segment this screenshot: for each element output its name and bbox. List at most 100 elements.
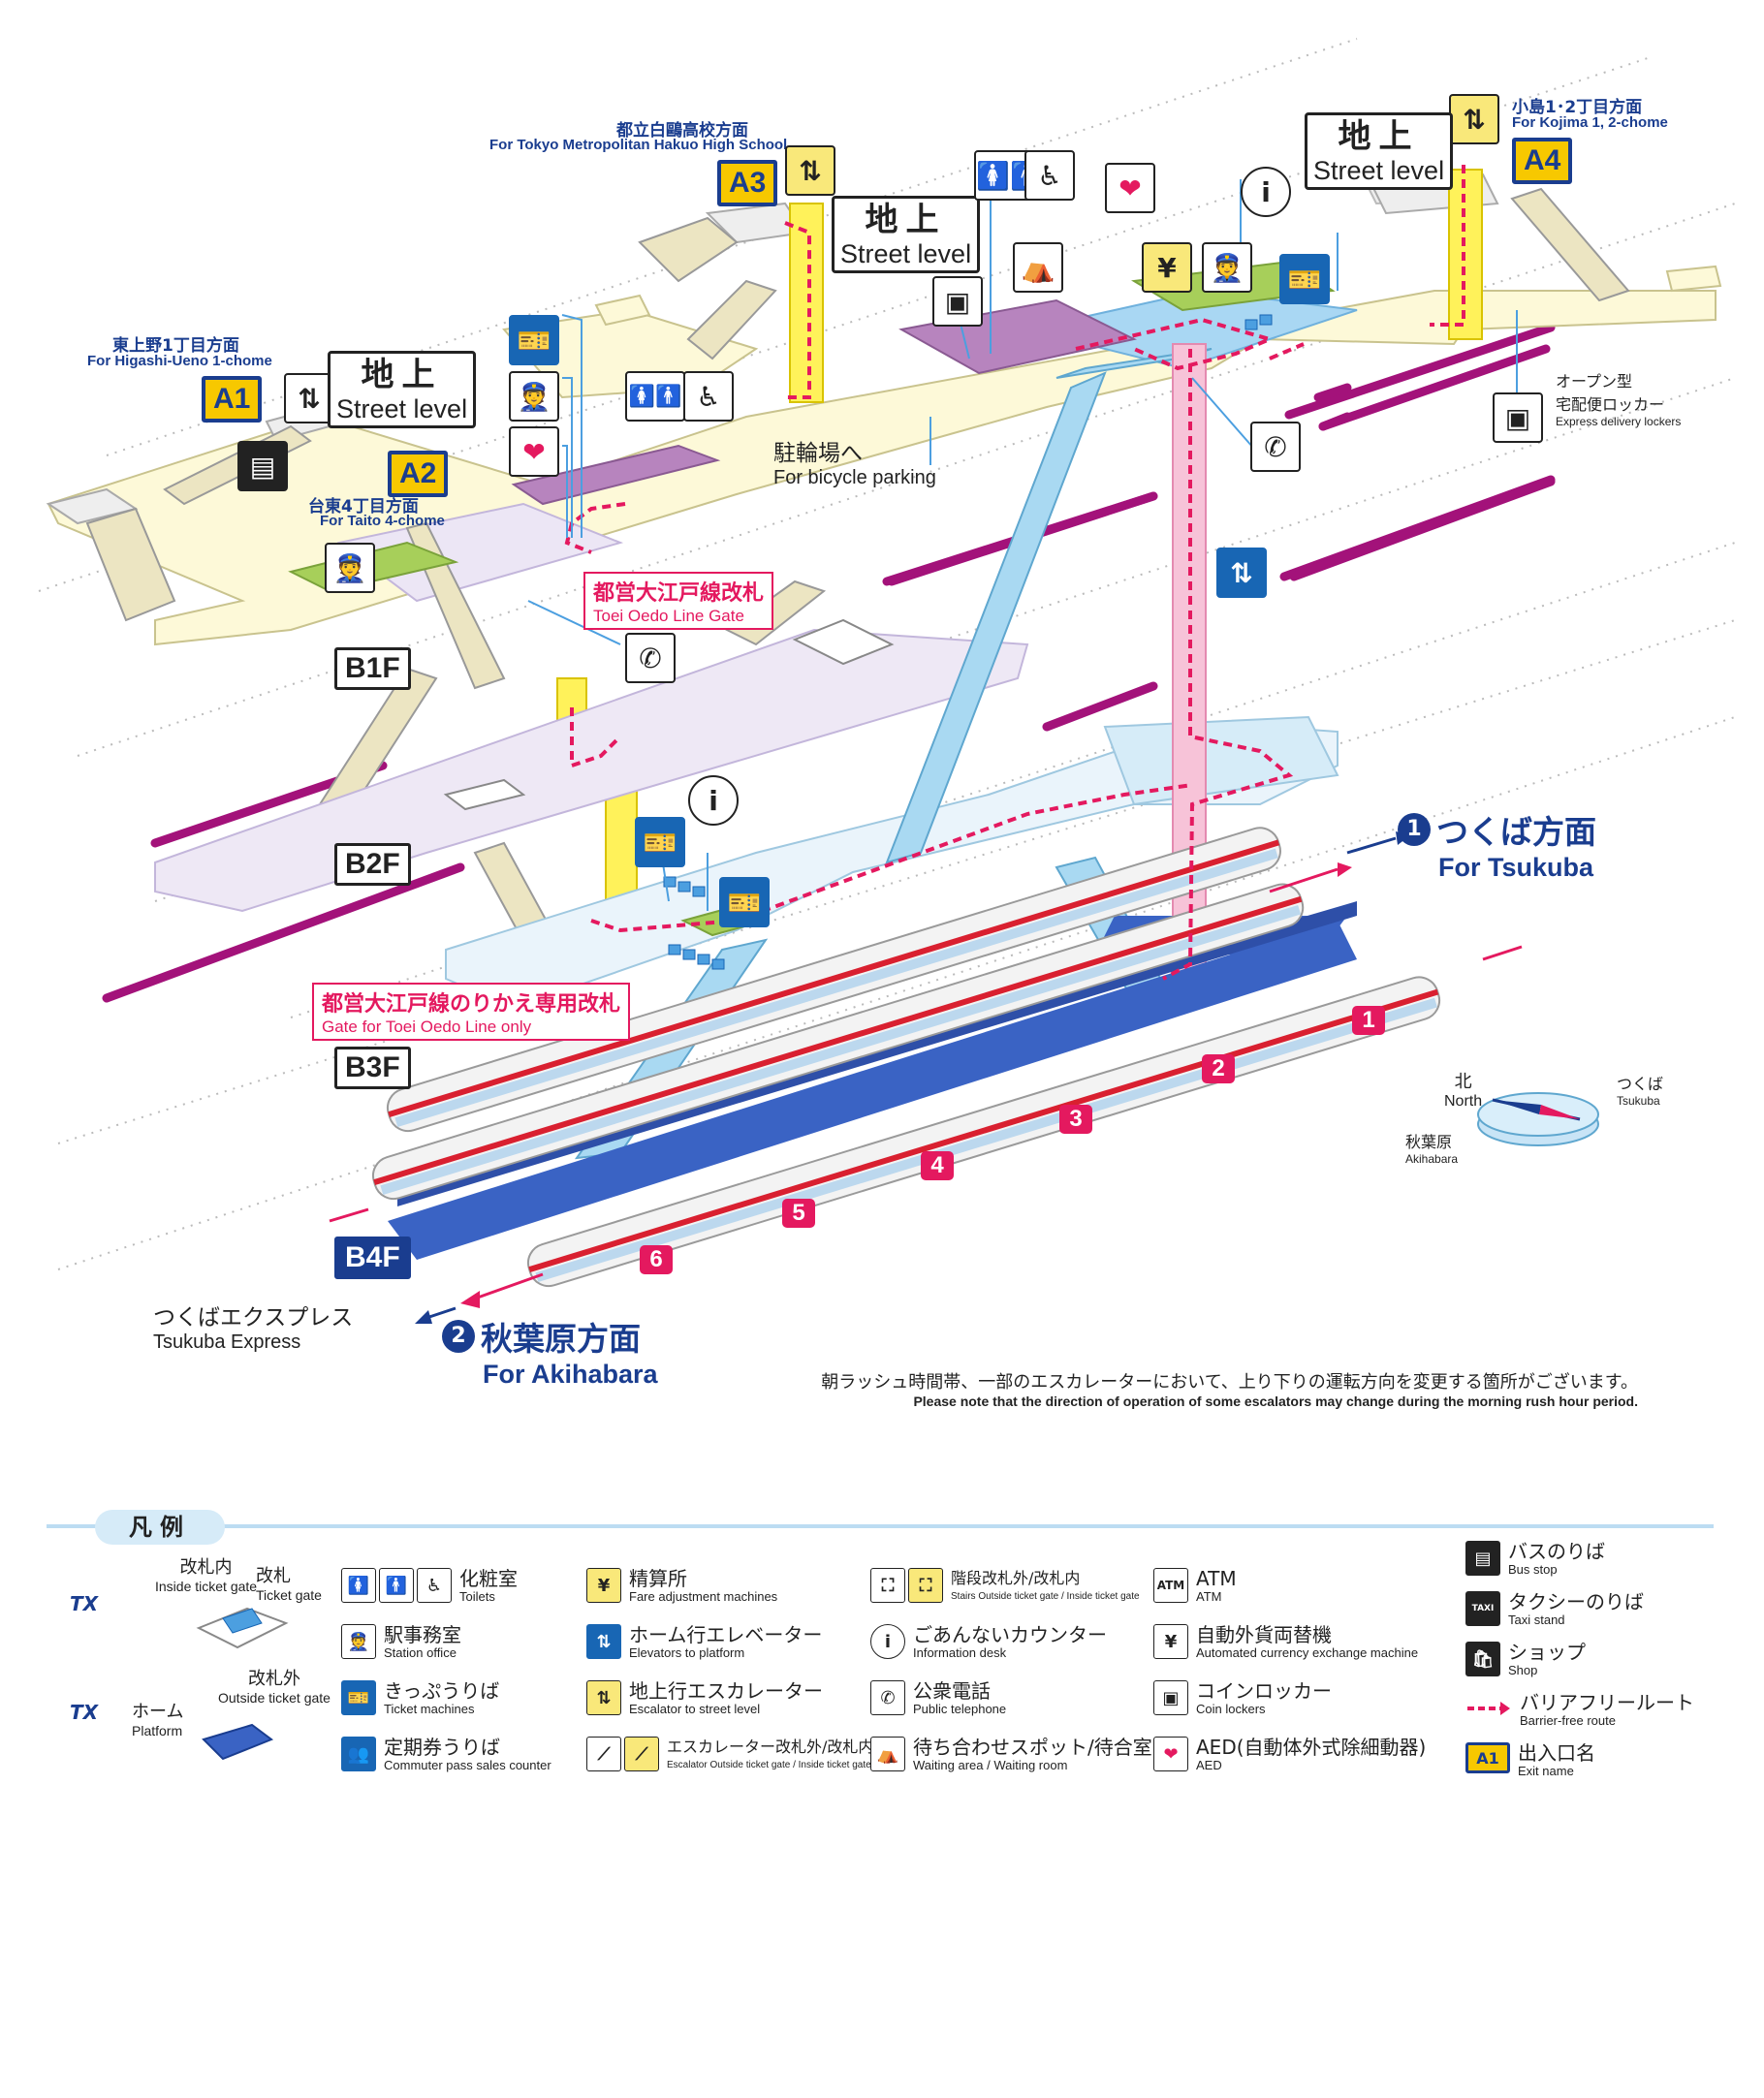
compass-akihabara: 秋葉原 Akihabara: [1405, 1129, 1458, 1166]
wheelchair-icon: ♿: [417, 1568, 452, 1603]
lockers-jp2: 宅配便ロッカー: [1556, 395, 1665, 414]
legend-ticket-machines-jp: きっぷうりば: [384, 1679, 500, 1703]
exit-name-sample: A1: [1465, 1742, 1510, 1773]
a1-direction-en: For Higashi-Ueno 1-chome: [87, 353, 272, 369]
bicycle-parking-label: 駐輪場へ For bicycle parking: [773, 434, 936, 489]
bus-icon: ▤: [237, 441, 288, 491]
legend-platform-jp: ホーム: [132, 1702, 184, 1722]
legend-shop-jp: ショップ: [1508, 1641, 1586, 1664]
legend-exit-name-jp: 出入口名: [1518, 1741, 1595, 1765]
aed-icon: ❤: [509, 426, 559, 477]
coin-locker-icon: ▣: [1153, 1680, 1188, 1715]
b2f-concourse: [154, 618, 1029, 913]
atm-icon: ATM: [1153, 1568, 1188, 1603]
street-level-en: Street level: [336, 394, 468, 423]
legend-info-en: Information desk: [913, 1645, 1007, 1660]
track-number-6: 6: [640, 1245, 673, 1274]
line-name: つくばエクスプレス Tsukuba Express: [153, 1299, 353, 1354]
legend-taxi-jp: タクシーのりば: [1508, 1590, 1644, 1613]
gate-markers: [663, 314, 1273, 970]
legend-taxi-en: Taxi stand: [1508, 1613, 1565, 1627]
street-level-jp: 地上: [1338, 117, 1420, 156]
legend-barrier-free-jp: バリアフリールート: [1520, 1691, 1694, 1714]
legend-gate: 改札 Ticket gate: [256, 1562, 322, 1603]
dest-tsukuba-jp: つくば方面: [1436, 813, 1596, 851]
a3-direction-jp: 都立白鷗高校方面: [616, 121, 748, 141]
track-number-3: 3: [1059, 1105, 1092, 1134]
street-elevator-icon: ⇅: [1449, 94, 1499, 144]
floor-label-b2f: B2F: [334, 843, 411, 886]
oedo-gate-label: 都営大江戸線改札 Toei Oedo Line Gate: [583, 572, 774, 630]
legend-inside-gate: 改札内 Inside ticket gate: [155, 1553, 257, 1594]
exit-a4-badge: A4: [1512, 138, 1573, 184]
station-office-icon: 👮: [325, 543, 375, 593]
floor-label-b4f: B4F: [334, 1237, 411, 1279]
legend-inside-gate-en: Inside ticket gate: [155, 1579, 258, 1594]
commuter-pass-icon: 👥: [341, 1737, 376, 1771]
compass-north: 北 North: [1444, 1068, 1482, 1111]
compass-tsukuba-jp: つくば: [1617, 1075, 1664, 1093]
floor-label-b1f: B1F: [334, 647, 411, 690]
icon-leaders: [527, 174, 1518, 911]
bicycle-parking-en: For bicycle parking: [773, 467, 936, 488]
dest-akihabara-en: For Akihabara: [483, 1360, 658, 1389]
a3-street-level: 地上 Street level: [832, 196, 981, 273]
station-office-icon: 👮: [509, 371, 559, 422]
lockers-en: Express delivery lockers: [1556, 415, 1682, 428]
lockers-jp1: オープン型: [1556, 372, 1633, 391]
legend-atm-en: ATM: [1196, 1589, 1222, 1604]
toilets-icon: 🚺🚹: [625, 371, 685, 422]
legend-outside-gate-en: Outside ticket gate: [218, 1690, 331, 1706]
escalator-note: 朝ラッシュ時間帯、一部のエスカレーターにおいて、上り下りの運転方向を変更する箇所…: [821, 1368, 1638, 1409]
street-level-jp: 地上: [361, 356, 443, 394]
line-name-jp: つくばエクスプレス: [153, 1305, 354, 1331]
dest-tsukuba-en: For Tsukuba: [1438, 853, 1594, 882]
female-toilet-icon: 🚺: [341, 1568, 376, 1603]
oedo-transfer-gate-jp: 都営大江戸線のりかえ専用改札: [322, 992, 621, 1017]
waiting-area-icon: ⛺: [1013, 242, 1063, 293]
track-number-4: 4: [921, 1151, 954, 1180]
legend-escalator-jp: エスカレーター改札外/改札内: [667, 1738, 874, 1756]
ticket-machine-icon: 🎫: [1279, 254, 1330, 304]
line-name-en: Tsukuba Express: [153, 1331, 301, 1353]
a4-direction-en: For Kojima 1, 2-chome: [1512, 114, 1668, 131]
legend-phone-en: Public telephone: [913, 1702, 1007, 1716]
stairs-inside-icon: ⛶: [908, 1568, 943, 1603]
legend-bus-jp: バスのりば: [1508, 1540, 1605, 1563]
barrier-free-route-icon: [1467, 1702, 1510, 1715]
legend-escalator-en: Escalator Outside ticket gate / Inside t…: [667, 1760, 871, 1770]
legend-platform: ホーム Platform: [132, 1698, 183, 1738]
station-office-icon: 👮: [341, 1624, 376, 1659]
legend-station-office-en: Station office: [384, 1645, 457, 1660]
tx-logo-icon: TX: [70, 1701, 99, 1724]
legend-station-office-jp: 駅事務室: [384, 1623, 461, 1646]
a2-direction-en: For Taito 4-chome: [320, 513, 445, 529]
legend-exit-name-en: Exit name: [1518, 1764, 1574, 1778]
a3-direction-en: For Tokyo Metropolitan Hakuo High School: [489, 137, 788, 153]
legend-elevator-jp: ホーム行エレベーター: [629, 1623, 823, 1646]
legend-aed-en: AED: [1196, 1758, 1222, 1772]
legend-waiting-jp: 待ち合わせスポット/待合室: [913, 1736, 1152, 1759]
fare-adjustment-icon: ¥: [586, 1568, 621, 1603]
legend-bus-en: Bus stop: [1508, 1562, 1558, 1577]
waiting-area-icon: ⛺: [870, 1737, 905, 1771]
legend-info-jp: ごあんないカウンター: [913, 1623, 1107, 1646]
compass-north-jp: 北: [1454, 1072, 1472, 1092]
compass: [1477, 1092, 1599, 1146]
ticket-machine-icon: 🎫: [719, 877, 770, 927]
escalator-inside-icon: ⟋: [624, 1737, 659, 1771]
street-elevator-icon: ⇅: [284, 373, 334, 423]
express-lockers-label: オープン型 宅配便ロッカー Express delivery lockers: [1556, 368, 1681, 428]
note-en: Please note that the direction of operat…: [913, 1393, 1638, 1409]
tx-logo-icon: TX: [70, 1592, 99, 1615]
